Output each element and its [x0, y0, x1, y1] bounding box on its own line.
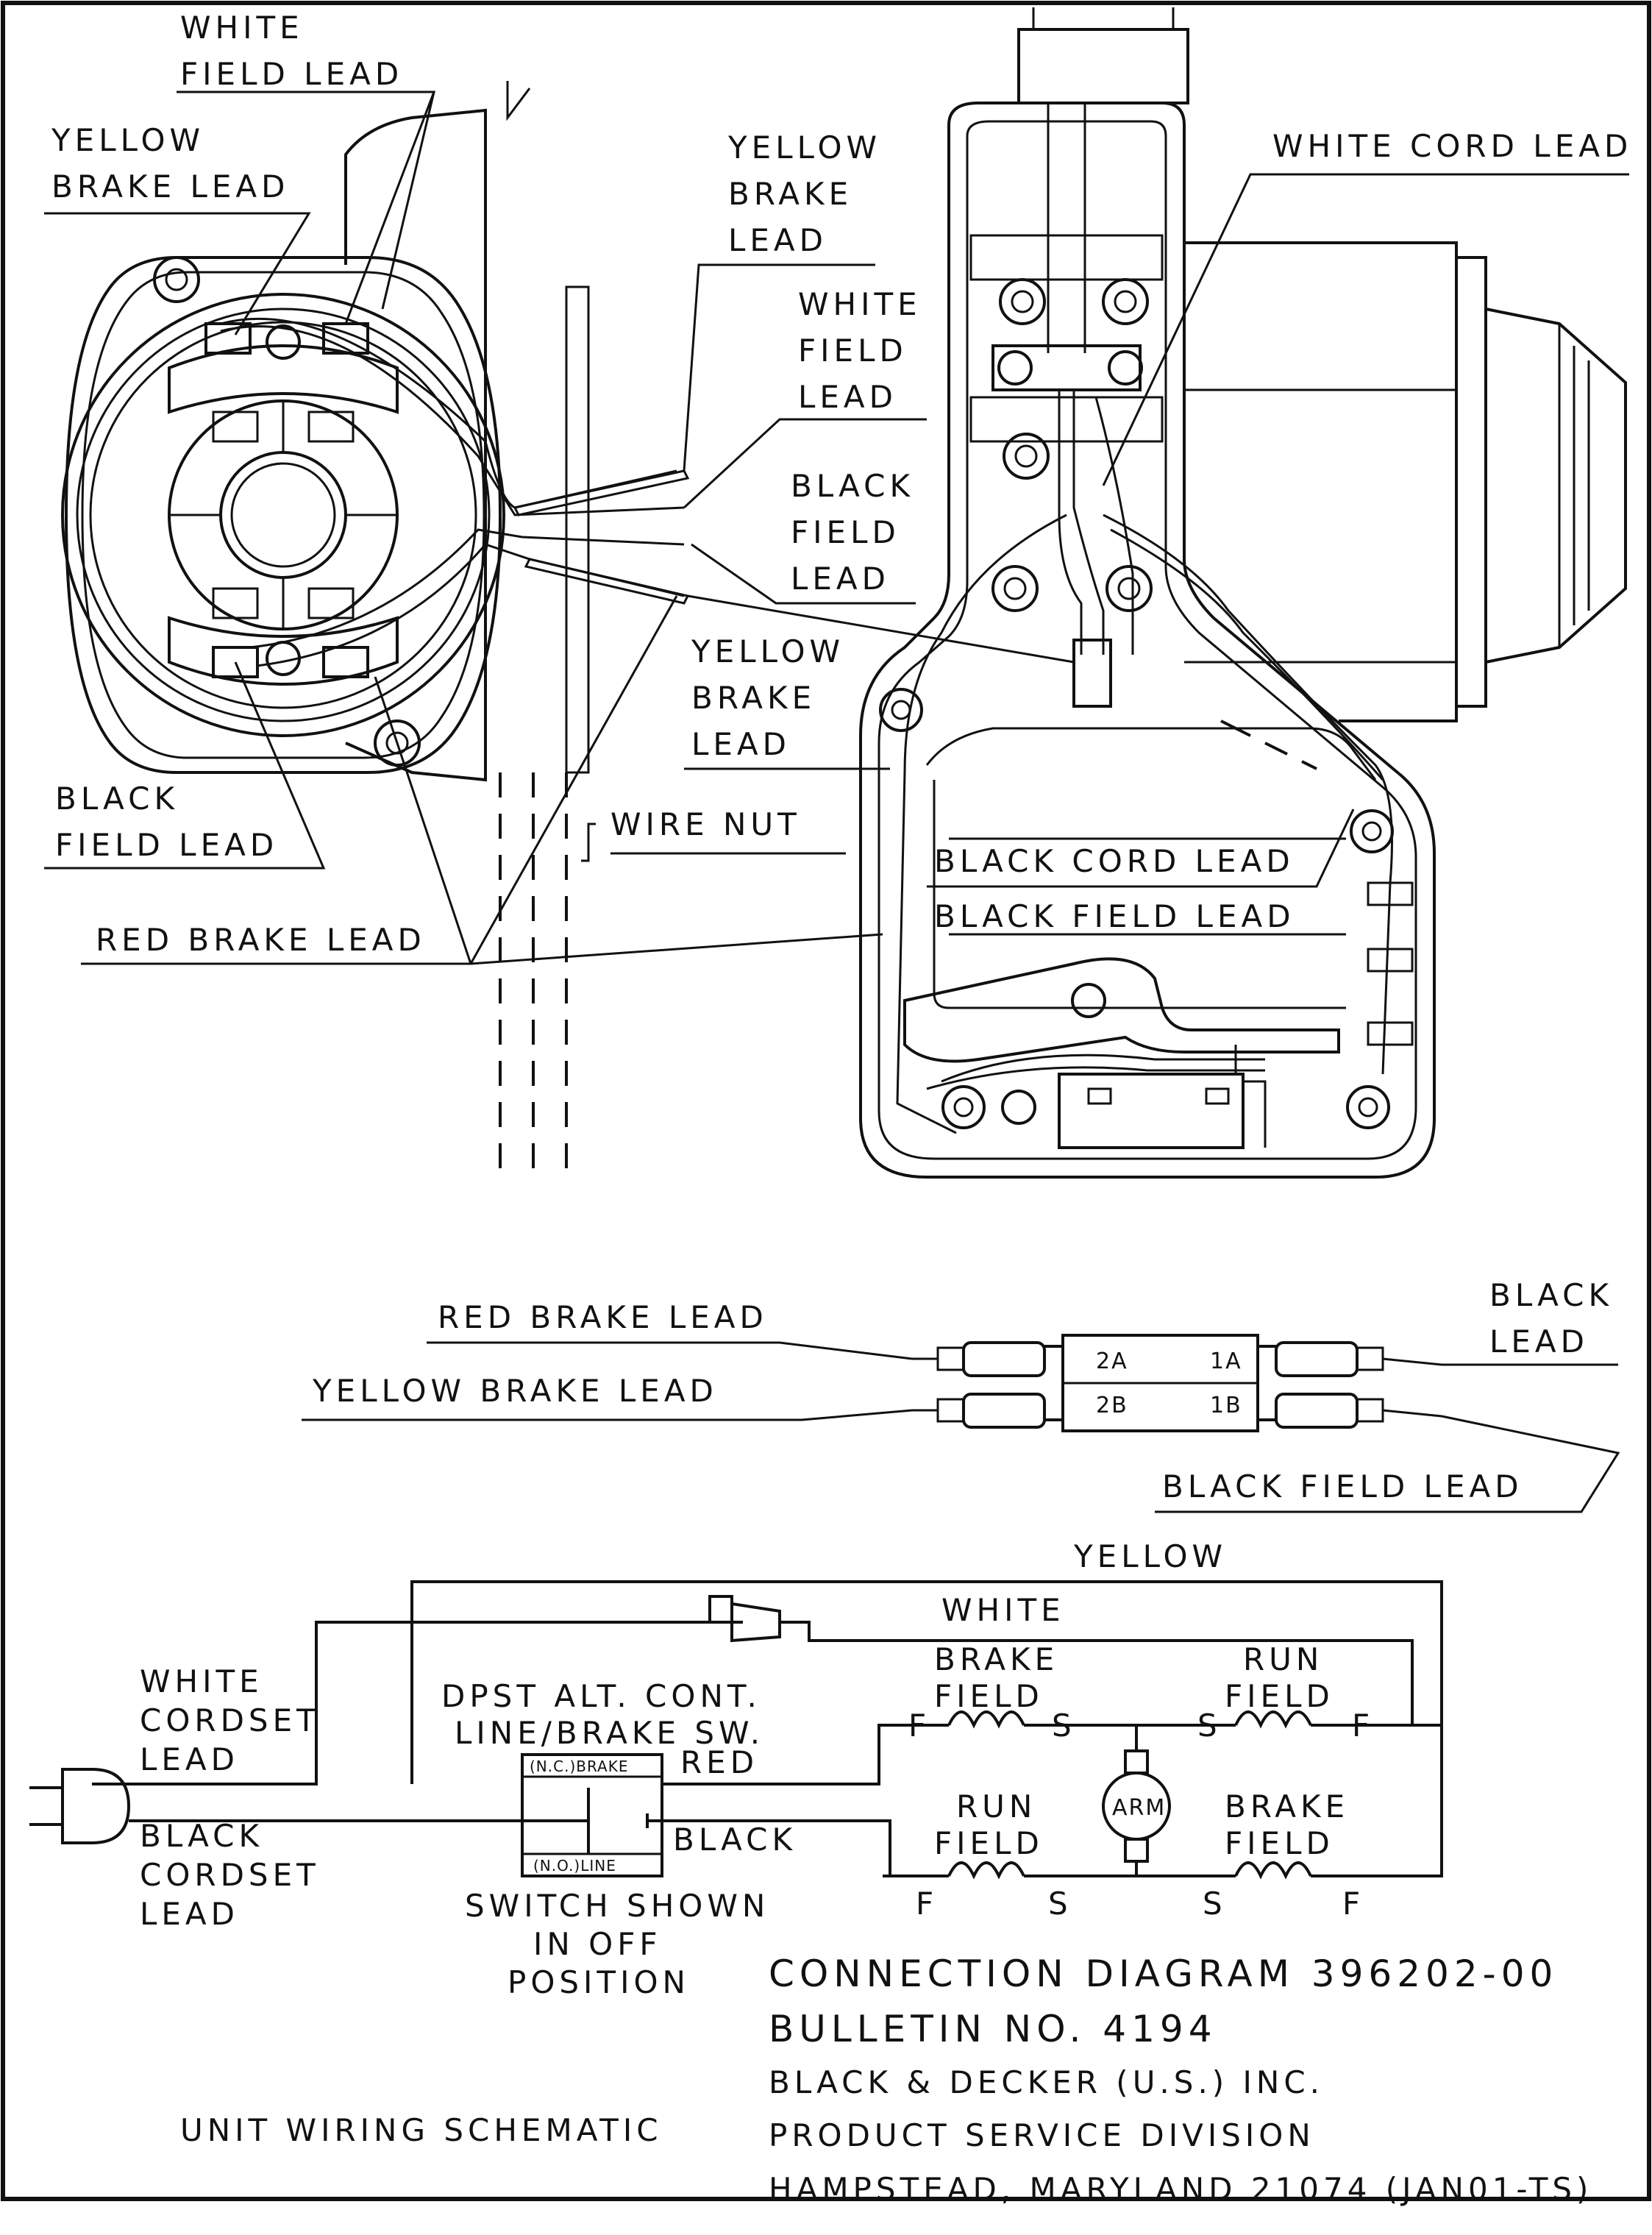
- label-black-field-lead-handle: BLACK FIELD LEAD: [934, 898, 1295, 934]
- label-black-field-c3: LEAD: [791, 561, 890, 597]
- label-white-field-c2: FIELD: [798, 333, 908, 369]
- schem-s-4: S: [1203, 1886, 1227, 1922]
- schem-f-3: F: [916, 1886, 938, 1922]
- title-line-1: CONNECTION DIAGRAM 396202-00: [769, 1952, 1558, 1995]
- schem-f-4: F: [1342, 1886, 1364, 1922]
- label-yellow-brake-lead-1: YELLOW: [51, 122, 204, 158]
- terminal-1b: 1B: [1210, 1393, 1242, 1418]
- terminal-2b: 2B: [1096, 1393, 1128, 1418]
- schem-title: UNIT WIRING SCHEMATIC: [180, 2112, 663, 2148]
- title-block: CONNECTION DIAGRAM 396202-00 BULLETIN NO…: [769, 1952, 1592, 2207]
- label-red-brake-lead: RED BRAKE LEAD: [96, 922, 426, 958]
- title-line-4: PRODUCT SERVICE DIVISION: [769, 2117, 1315, 2153]
- schem-brake-field-bottom-2: FIELD: [1225, 1825, 1334, 1861]
- label-black-lead-2: LEAD: [1489, 1323, 1589, 1360]
- schem-brake-field-top-1: BRAKE: [934, 1641, 1058, 1677]
- schem-s-2: S: [1197, 1708, 1222, 1744]
- motor-lead-callouts: WHITE FIELD LEAD YELLOW BRAKE LEAD BLACK…: [44, 10, 883, 965]
- title-line-3: BLACK & DECKER (U.S.) INC.: [769, 2064, 1324, 2100]
- schem-white-cordset-2: CORDSET: [140, 1702, 320, 1738]
- schem-s-1: S: [1052, 1708, 1076, 1744]
- label-yellow-brake-lead-2: BRAKE LEAD: [51, 168, 289, 205]
- label-black-cord-lead: BLACK CORD LEAD: [934, 843, 1295, 879]
- terminal-1a: 1A: [1210, 1349, 1242, 1374]
- title-line-5: HAMPSTEAD, MARYLAND 21074 (JAN01-TS): [769, 2171, 1592, 2207]
- schem-switch-name-2: LINE/BRAKE SW.: [455, 1715, 764, 1751]
- label-yellow-brake-l1: YELLOW: [691, 633, 844, 669]
- terminal-2a: 2A: [1096, 1349, 1128, 1374]
- schem-white-cordset-1: WHITE: [140, 1663, 263, 1699]
- schem-f-2: F: [1352, 1708, 1374, 1744]
- schem-arm: ARM: [1112, 1795, 1166, 1821]
- schem-switch-note-2: IN OFF: [533, 1926, 662, 1962]
- label-white-field-lead-2: FIELD LEAD: [180, 56, 403, 92]
- schem-switch-note-1: SWITCH SHOWN: [465, 1888, 769, 1924]
- label-black-lead-1: BLACK: [1489, 1277, 1613, 1313]
- schem-white-cordset-3: LEAD: [140, 1741, 239, 1777]
- schem-brake-field-bottom-1: BRAKE: [1225, 1788, 1349, 1824]
- schem-run-field-top-2: FIELD: [1225, 1678, 1334, 1714]
- label-white-cord-lead: WHITE CORD LEAD: [1272, 128, 1632, 164]
- title-line-2: BULLETIN NO. 4194: [769, 2008, 1217, 2050]
- schem-white: WHITE: [941, 1592, 1065, 1628]
- schem-run-field-bottom-2: FIELD: [934, 1825, 1044, 1861]
- label-yellow-brake-c2: BRAKE: [728, 176, 852, 212]
- schem-no-line: (N.O.)LINE: [533, 1857, 616, 1875]
- schem-run-field-top-1: RUN: [1243, 1641, 1323, 1677]
- label-black-field-lead-switch: BLACK FIELD LEAD: [1162, 1468, 1523, 1504]
- label-white-field-c1: WHITE: [798, 286, 922, 322]
- schem-nc-brake: (N.C.)BRAKE: [530, 1758, 629, 1775]
- schem-black-cordset-3: LEAD: [140, 1896, 239, 1932]
- label-black-field-lead-2: FIELD LEAD: [55, 827, 278, 863]
- label-white-field-lead-1: WHITE: [180, 10, 304, 46]
- handle-lead-callouts: WHITE CORD LEAD BLACK CORD LEAD BLACK FI…: [927, 128, 1632, 934]
- label-yellow-brake-l2: BRAKE: [691, 680, 816, 716]
- schem-s-3: S: [1048, 1886, 1072, 1922]
- label-red-brake-lead-switch: RED BRAKE LEAD: [438, 1299, 768, 1335]
- label-wire-nut: WIRE NUT: [610, 806, 801, 842]
- label-black-field-c1: BLACK: [791, 468, 914, 504]
- label-yellow-brake-c3: LEAD: [728, 222, 827, 258]
- label-black-field-c2: FIELD: [791, 514, 900, 550]
- schem-f-1: F: [908, 1708, 930, 1744]
- unit-wiring-schematic: YELLOW WHITE WHITE CORDSET LEAD BLACK CO…: [29, 1538, 1443, 2148]
- schem-brake-field-top-2: FIELD: [934, 1678, 1044, 1714]
- label-yellow-brake-lead-switch: YELLOW BRAKE LEAD: [312, 1373, 718, 1409]
- center-lead-callouts: YELLOW BRAKE LEAD WHITE FIELD LEAD BLACK…: [683, 129, 1075, 770]
- switch-terminal-detail: 2A 2B 1A 1B RED BRAKE LEAD YELLOW BRAKE …: [302, 1277, 1620, 1513]
- schem-black: BLACK: [673, 1822, 797, 1858]
- schem-yellow: YELLOW: [1073, 1538, 1227, 1574]
- schem-black-cordset-1: BLACK: [140, 1818, 263, 1854]
- schem-run-field-bottom-1: RUN: [956, 1788, 1036, 1824]
- label-yellow-brake-c1: YELLOW: [727, 129, 881, 166]
- label-white-field-c3: LEAD: [798, 379, 897, 415]
- label-black-field-lead-1: BLACK: [55, 781, 179, 817]
- handle-housing-view: [859, 7, 1627, 1179]
- schem-switch-note-3: POSITION: [508, 1964, 690, 2000]
- motor-end-view: [61, 81, 690, 1177]
- schem-red: RED: [680, 1744, 758, 1780]
- schem-switch-name-1: DPST ALT. CONT.: [441, 1678, 761, 1714]
- label-yellow-brake-l3: LEAD: [691, 726, 791, 762]
- schem-black-cordset-2: CORDSET: [140, 1857, 320, 1893]
